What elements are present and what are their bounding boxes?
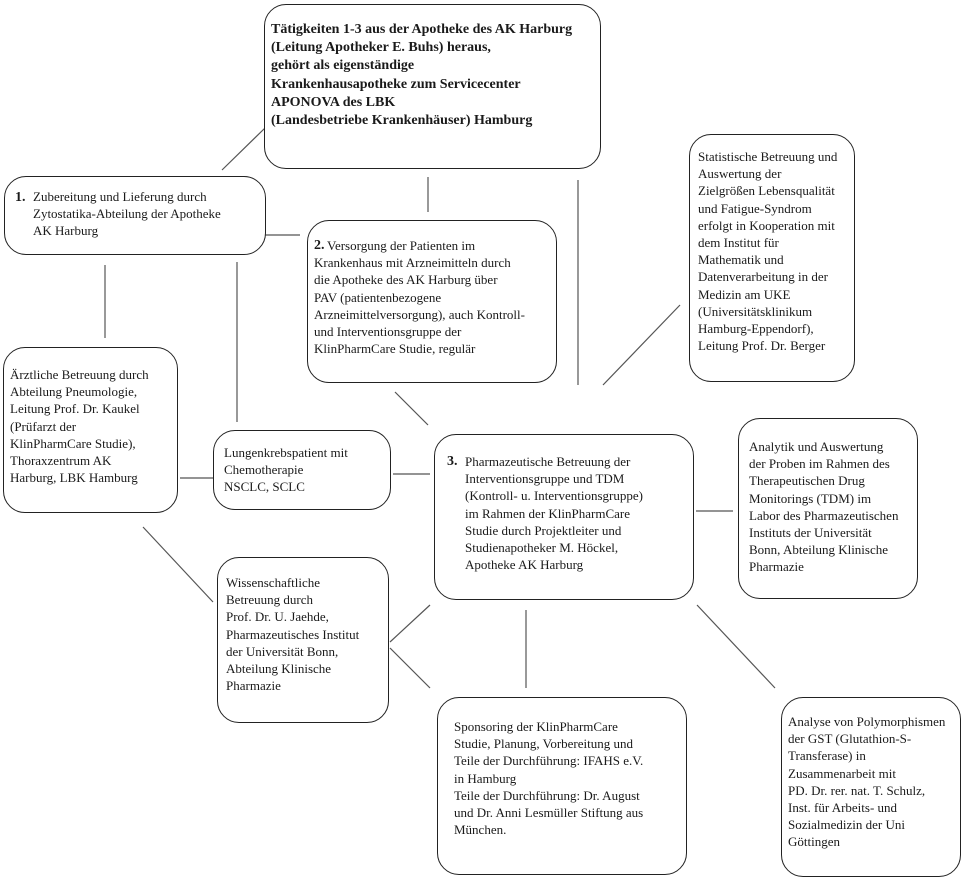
connector-pharmazeutisch-polymorph	[696, 604, 776, 689]
node-analytik-text: Analytik und Auswertung der Proben im Ra…	[749, 439, 899, 575]
connector-versorgung-pharmazeutisch	[394, 391, 429, 426]
node-versorgung-text: Versorgung der Patienten im Krankenhaus …	[314, 238, 525, 357]
node-zubereitung-number: 1.	[15, 190, 26, 205]
node-zubereitung: 1. Zubereitung und Lieferung durch Zytos…	[4, 176, 266, 255]
connector-wissenschaft-pharmazeutisch	[389, 604, 431, 643]
node-statistik: Statistische Betreuung und Auswertung de…	[689, 134, 855, 382]
node-patient: Lungenkrebspatient mit Chemotherapie NSC…	[213, 430, 391, 510]
node-pharmazeutisch-text: Pharmazeutische Betreuung der Interventi…	[465, 454, 643, 573]
connector-aerztlich-wissenschaft	[142, 526, 214, 603]
connector-central-zubereitung	[221, 127, 266, 171]
node-versorgung: 2. Versorgung der Patienten im Krankenha…	[307, 220, 557, 383]
node-wissenschaft-text: Wissenschaftliche Betreuung durch Prof. …	[226, 575, 360, 694]
node-sponsoring-text: Sponsoring der KlinPharmCare Studie, Pla…	[454, 719, 644, 838]
node-wissenschaft: Wissenschaftliche Betreuung durch Prof. …	[217, 557, 389, 723]
node-sponsoring: Sponsoring der KlinPharmCare Studie, Pla…	[437, 697, 687, 875]
node-aerztlich-text: Ärztliche Betreuung durch Abteilung Pneu…	[10, 367, 149, 486]
connector-wissenschaft-sponsoring	[389, 647, 431, 689]
node-pharmazeutisch-number: 3.	[447, 454, 458, 469]
node-polymorph-text: Analyse von Polymorphismen der GST (Glut…	[788, 714, 946, 850]
node-versorgung-number: 2.	[314, 238, 325, 253]
node-polymorph: Analyse von Polymorphismen der GST (Glut…	[781, 697, 961, 877]
node-zubereitung-text: Zubereitung und Lieferung durch Zytostat…	[33, 189, 221, 239]
node-central-text: Tätigkeiten 1-3 aus der Apotheke des AK …	[271, 22, 573, 129]
node-statistik-text: Statistische Betreuung und Auswertung de…	[698, 149, 838, 354]
node-analytik: Analytik und Auswertung der Proben im Ra…	[738, 418, 918, 599]
connector-statistik-pharmazeutisch	[602, 304, 681, 386]
node-patient-text: Lungenkrebspatient mit Chemotherapie NSC…	[224, 445, 348, 495]
node-pharmazeutisch: 3. Pharmazeutische Betreuung der Interve…	[434, 434, 694, 600]
node-aerztlich: Ärztliche Betreuung durch Abteilung Pneu…	[3, 347, 178, 513]
node-central: Tätigkeiten 1-3 aus der Apotheke des AK …	[264, 4, 601, 169]
